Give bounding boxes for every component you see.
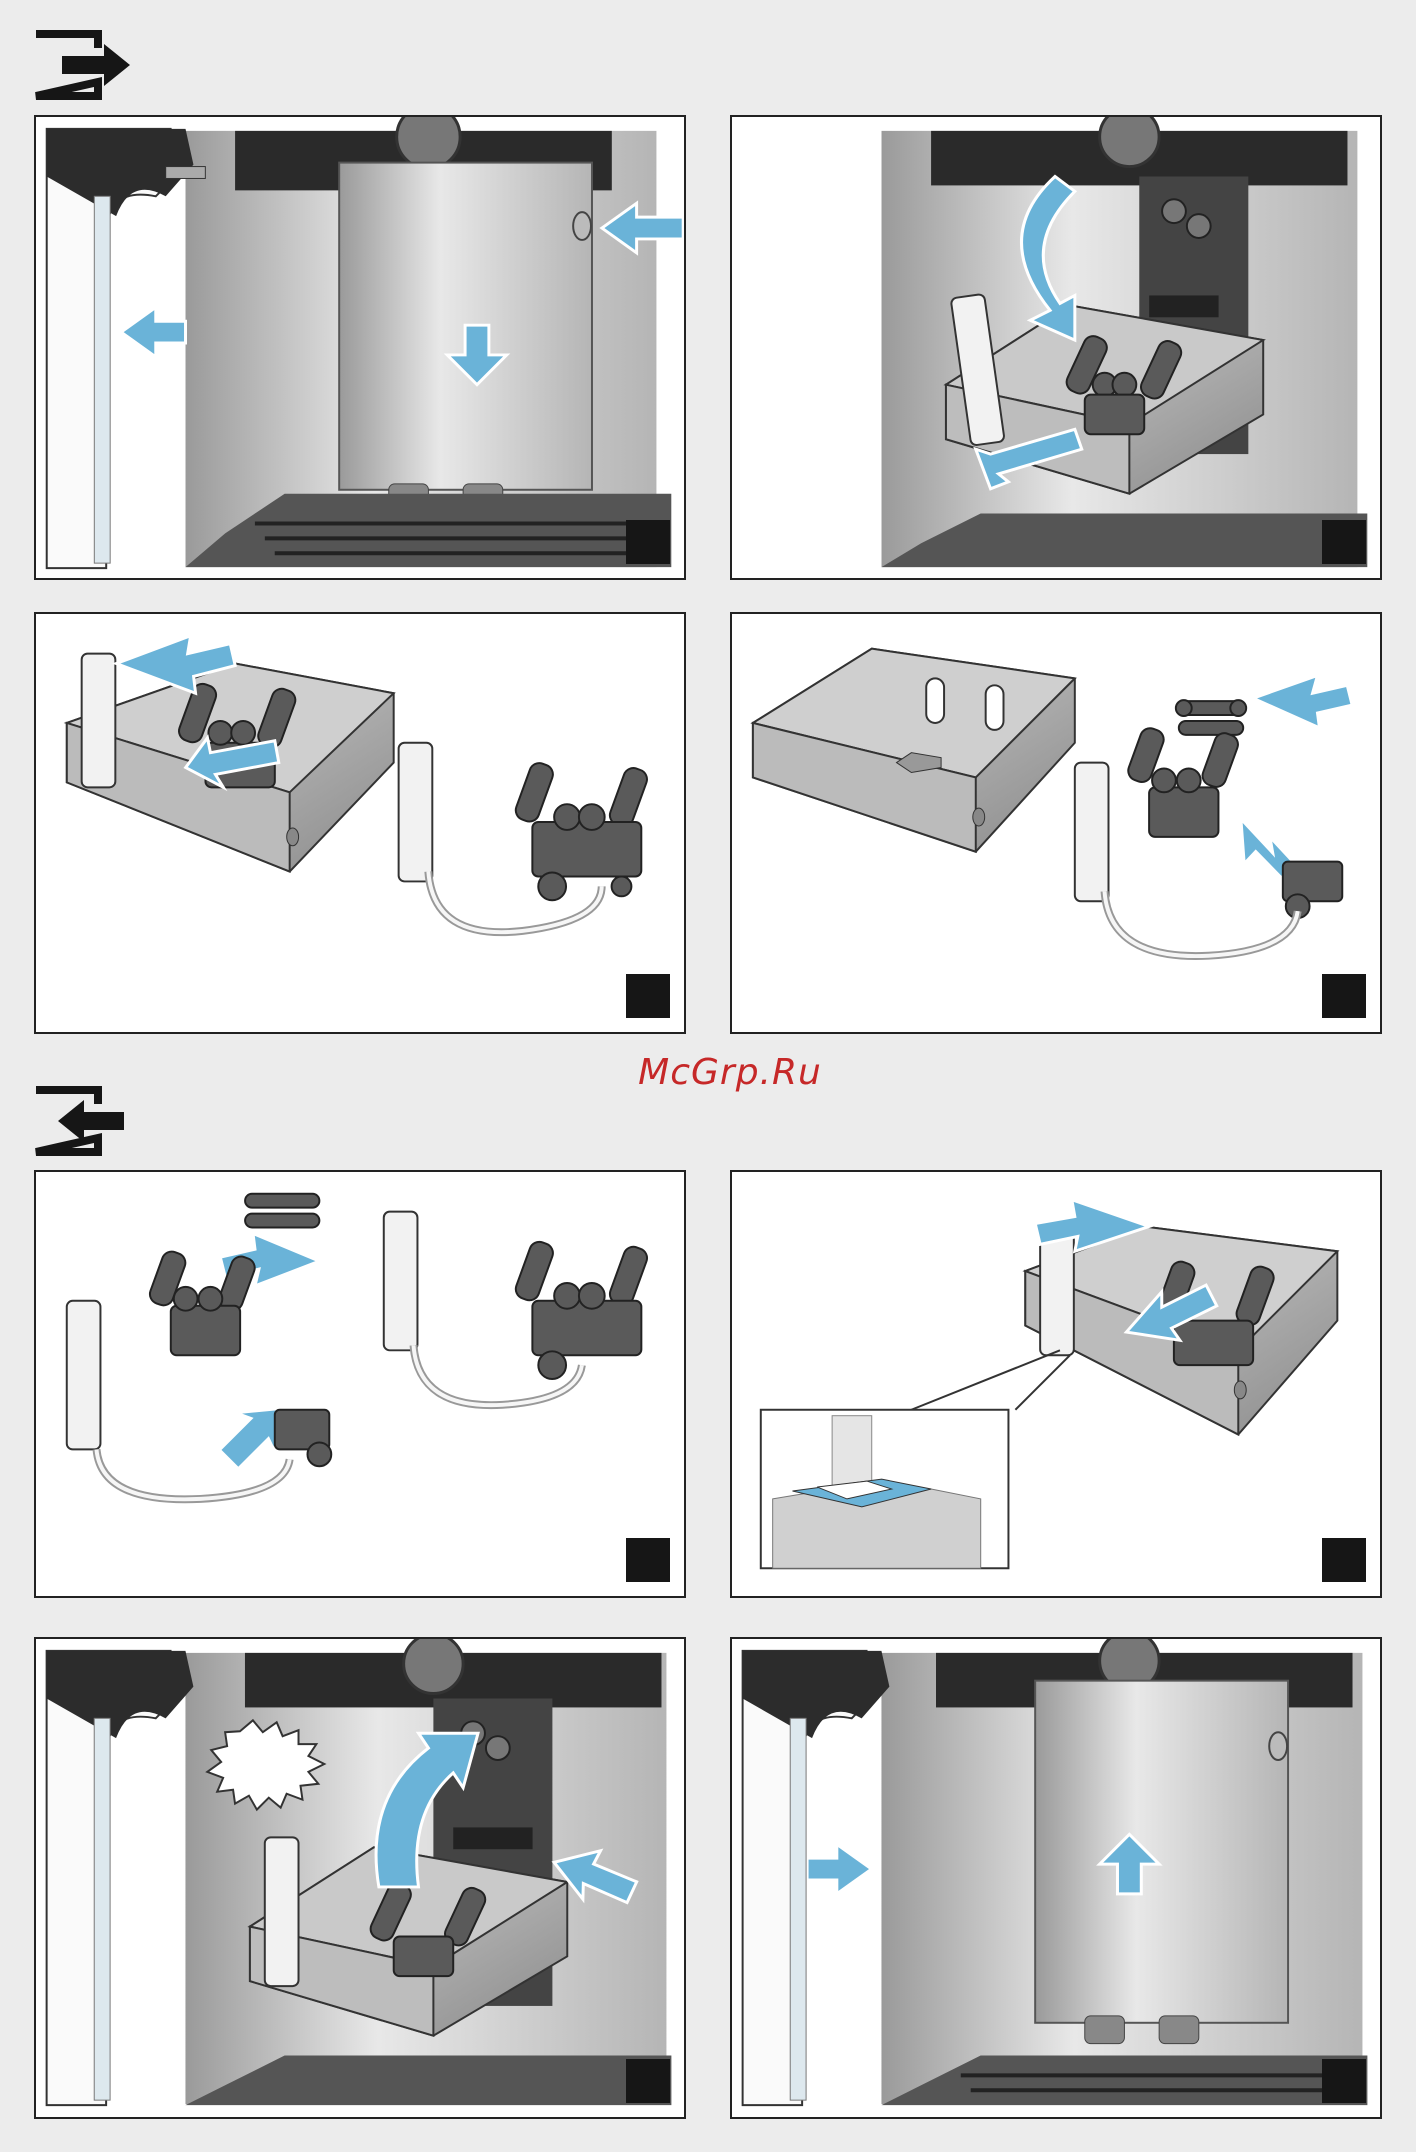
panel-step-6 xyxy=(730,1170,1382,1598)
step-marker xyxy=(1322,974,1366,1018)
brew-unit-insert-parts-icon xyxy=(732,1172,1380,1596)
brew-unit-lift-parts-icon xyxy=(36,614,684,1032)
machine-close-door-icon xyxy=(732,1639,1380,2117)
step-marker xyxy=(1322,1538,1366,1582)
panel-step-5 xyxy=(34,1170,686,1598)
step-marker xyxy=(626,974,670,1018)
brew-unit-pull-out-icon xyxy=(732,117,1380,578)
brew-unit-reinsert-click-icon xyxy=(36,1639,684,2117)
step-marker xyxy=(626,1538,670,1582)
panel-step-3 xyxy=(34,612,686,1034)
panel-step-7 xyxy=(34,1637,686,2119)
machine-open-door-icon xyxy=(36,117,684,578)
brew-unit-assemble-icon xyxy=(36,1172,684,1596)
brew-unit-disassemble-icon xyxy=(732,614,1380,1032)
step-marker xyxy=(1322,2059,1366,2103)
step-marker xyxy=(626,520,670,564)
panel-step-4 xyxy=(730,612,1382,1034)
panel-step-8 xyxy=(730,1637,1382,2119)
step-marker xyxy=(626,2059,670,2103)
insert-brew-unit-icon xyxy=(32,1086,136,1156)
panel-step-1 xyxy=(34,115,686,580)
watermark: McGrp.Ru xyxy=(600,1052,860,1093)
panel-step-2 xyxy=(730,115,1382,580)
remove-brew-unit-icon xyxy=(32,30,136,100)
step-marker xyxy=(1322,520,1366,564)
